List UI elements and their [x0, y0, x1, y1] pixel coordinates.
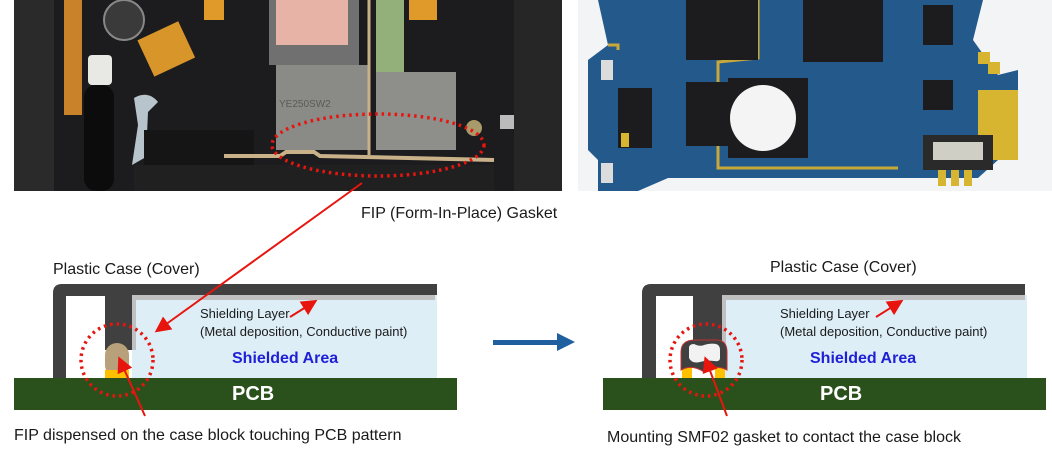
- gasket-core: [689, 343, 720, 363]
- right-shielded-area-label: Shielded Area: [810, 350, 917, 367]
- right-cross-section: [603, 284, 1046, 410]
- shielded-fill: [132, 295, 437, 378]
- pcb-pad: [105, 370, 129, 378]
- chip-label-sticker: [730, 85, 796, 151]
- left-case-label: Plastic Case (Cover): [53, 261, 200, 278]
- fip-gasket-callout: FIP (Form-In-Place) Gasket: [361, 205, 558, 222]
- plastic-case: [53, 284, 437, 378]
- left-shielding-label: Shielding Layer: [200, 306, 290, 321]
- right-shielding-desc: (Metal deposition, Conductive paint): [780, 324, 988, 339]
- photo-pcb: [578, 0, 1052, 191]
- component-marking: YE250SW2: [279, 99, 331, 110]
- left-shielded-area-label: Shielded Area: [232, 350, 339, 367]
- gasket-highlight-circle: [668, 322, 744, 398]
- right-caption-arrow: [702, 356, 728, 417]
- plastic-case: [642, 284, 1025, 378]
- left-pcb-label: PCB: [232, 383, 275, 405]
- pcb-board: [14, 378, 457, 410]
- gasket-highlight-circle: [79, 322, 155, 398]
- right-shield-layer-arrow: [875, 299, 904, 318]
- right-case-label: Plastic Case (Cover): [770, 259, 917, 276]
- shielded-fill: [722, 295, 1027, 378]
- case-interior-illustration: YE250SW2: [14, 0, 562, 191]
- fip-highlight-ellipse: [270, 112, 486, 178]
- pcb-illustration: [578, 0, 1052, 191]
- left-shielding-desc: (Metal deposition, Conductive paint): [200, 324, 408, 339]
- left-caption: FIP dispensed on the case block touching…: [14, 427, 402, 444]
- left-cross-section: [14, 284, 457, 410]
- pcb-pad-left: [682, 366, 692, 378]
- left-caption-arrow: [117, 356, 146, 417]
- right-caption: Mounting SMF02 gasket to contact the cas…: [607, 429, 961, 446]
- transition-arrow-icon: [493, 333, 575, 351]
- pcb-board: [603, 378, 1046, 410]
- right-pcb-label: PCB: [820, 383, 863, 405]
- photo-case-interior: YE250SW2: [14, 0, 562, 191]
- fip-callout-arrow: [154, 182, 363, 333]
- right-shielding-label: Shielding Layer: [780, 306, 870, 321]
- left-shield-layer-arrow: [289, 299, 318, 318]
- pcb-pad-right: [715, 366, 725, 378]
